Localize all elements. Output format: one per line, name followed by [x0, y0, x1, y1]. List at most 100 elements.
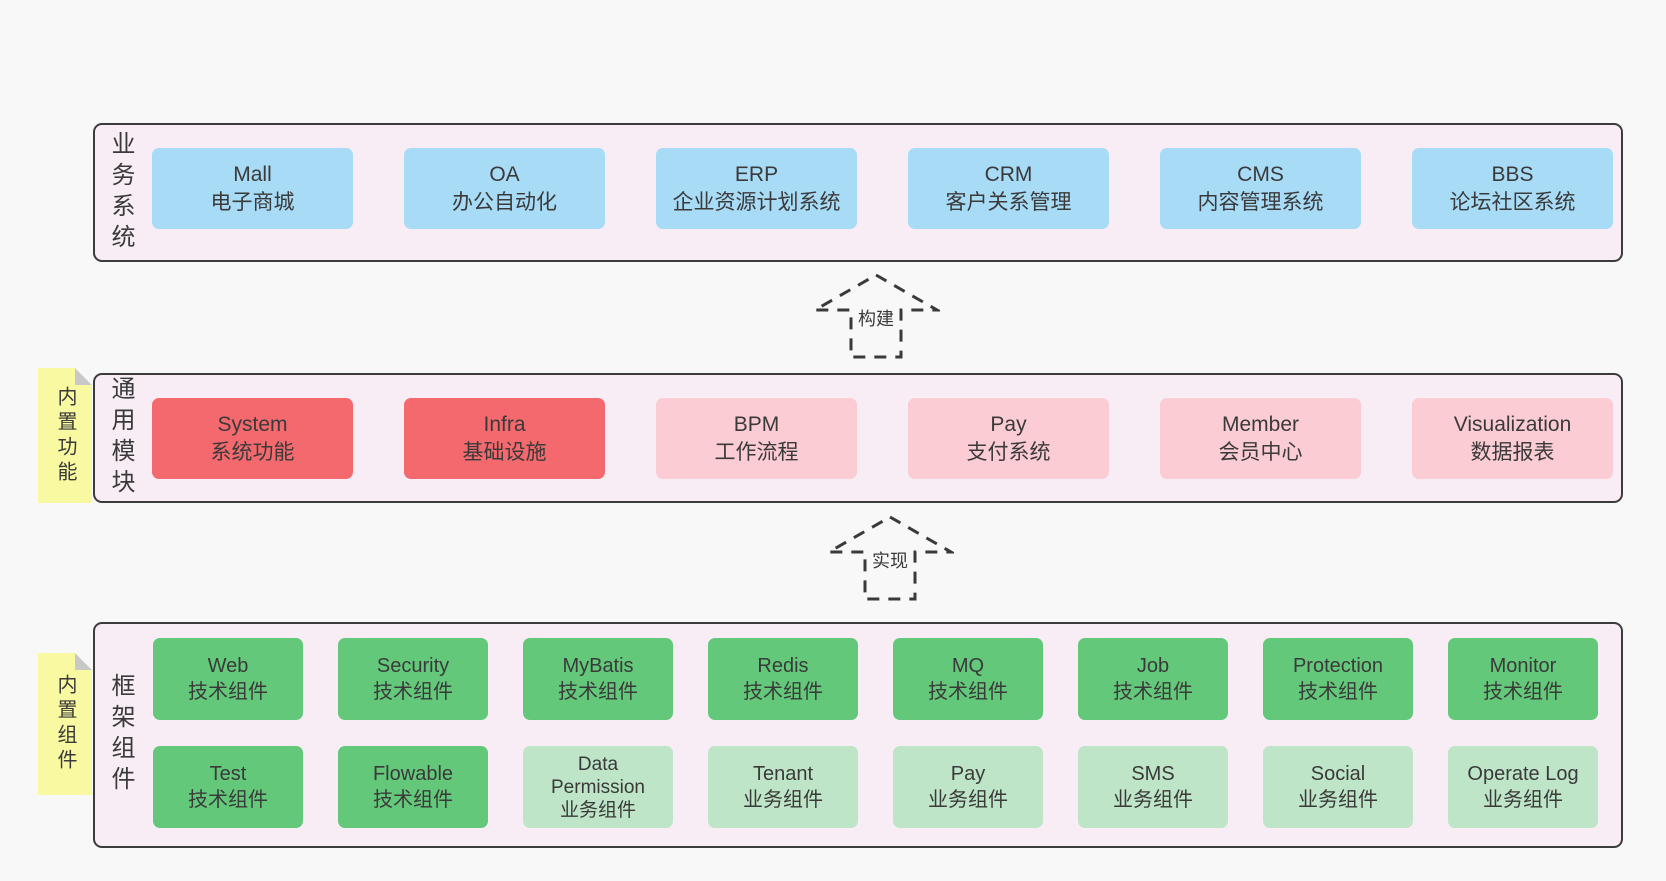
sticky-note-label: 内置组件: [54, 674, 76, 774]
module-box-pay: Pay 业务组件: [893, 746, 1043, 828]
module-box-cms: CMS 内容管理系统: [1160, 148, 1361, 229]
box-line: Visualization: [1453, 412, 1572, 436]
module-box-bpm: BPM 工作流程: [656, 398, 857, 479]
sticky-note-built-in-features: 内置功能: [38, 368, 92, 503]
module-box-mq: MQ 技术组件: [893, 638, 1043, 720]
module-box-system: System 系统功能: [152, 398, 353, 479]
box-line: CMS: [1237, 162, 1284, 186]
box-line: Social: [1310, 763, 1366, 785]
box-line: Pay: [950, 763, 986, 785]
box-line: 技术组件: [188, 681, 268, 703]
module-box-infra: Infra 基础设施: [404, 398, 605, 479]
dashed-up-arrow-icon: [812, 273, 940, 359]
box-line: 业务组件: [559, 799, 636, 821]
sticky-fold-corner: [75, 653, 92, 670]
box-line: 技术组件: [373, 681, 453, 703]
module-box-mybatis: MyBatis 技术组件: [523, 638, 673, 720]
box-line: System: [217, 412, 288, 436]
band-side-label: 框架组件: [107, 673, 134, 797]
box-line: Monitor: [1489, 655, 1557, 677]
module-box-operate-log: Operate Log 业务组件: [1448, 746, 1598, 828]
box-line: 系统功能: [210, 440, 295, 464]
box-line: Permission: [551, 776, 645, 798]
box-line: OA: [489, 162, 520, 186]
module-box-security: Security 技术组件: [338, 638, 488, 720]
sticky-note-built-in-components: 内置组件: [38, 653, 92, 795]
sticky-note-label: 内置功能: [54, 385, 76, 486]
module-box-redis: Redis 技术组件: [708, 638, 858, 720]
module-box-protection: Protection 技术组件: [1263, 638, 1413, 720]
box-line: 业务组件: [1113, 789, 1193, 811]
box-line: Security: [376, 655, 450, 677]
box-line: SMS: [1131, 763, 1175, 785]
box-line: 数据报表: [1470, 440, 1555, 464]
module-box-web: Web 技术组件: [153, 638, 303, 720]
module-box-tenant: Tenant 业务组件: [708, 746, 858, 828]
module-box-member: Member 会员中心: [1160, 398, 1361, 479]
box-line: BPM: [733, 412, 780, 436]
module-box-crm: CRM 客户关系管理: [908, 148, 1109, 229]
box-line: 业务组件: [1483, 789, 1563, 811]
module-box-pay: Pay 支付系统: [908, 398, 1109, 479]
box-line: Tenant: [752, 763, 814, 785]
box-line: 技术组件: [743, 681, 823, 703]
box-line: 电子商城: [210, 190, 295, 214]
box-line: 业务组件: [928, 789, 1008, 811]
module-box-job: Job 技术组件: [1078, 638, 1228, 720]
box-line: Web: [207, 655, 249, 677]
box-line: MyBatis: [562, 655, 634, 677]
box-line: 企业资源计划系统: [672, 190, 841, 214]
arrow-label-implement: 实现: [869, 550, 911, 574]
module-box-social: Social 业务组件: [1263, 746, 1413, 828]
box-line: Data: [577, 753, 619, 775]
box-line: 技术组件: [558, 681, 638, 703]
box-line: 基础设施: [462, 440, 547, 464]
module-box-erp: ERP 企业资源计划系统: [656, 148, 857, 229]
module-box-visualization: Visualization 数据报表: [1412, 398, 1613, 479]
dashed-up-arrow-icon: [826, 515, 954, 601]
box-line: Member: [1221, 412, 1300, 436]
box-line: Pay: [990, 412, 1027, 436]
box-line: 论坛社区系统: [1449, 190, 1576, 214]
module-box-monitor: Monitor 技术组件: [1448, 638, 1598, 720]
box-line: 技术组件: [373, 789, 453, 811]
box-line: 技术组件: [1298, 681, 1378, 703]
box-line: Protection: [1292, 655, 1384, 677]
box-line: BBS: [1491, 162, 1534, 186]
box-line: 技术组件: [188, 789, 268, 811]
band-side-label: 通用模块: [107, 376, 134, 500]
box-line: 会员中心: [1218, 440, 1303, 464]
box-line: 内容管理系统: [1197, 190, 1324, 214]
module-box-sms: SMS 业务组件: [1078, 746, 1228, 828]
implement-arrow: 实现: [826, 514, 954, 602]
box-line: MQ: [951, 655, 985, 677]
box-line: 支付系统: [966, 440, 1051, 464]
box-line: Infra: [483, 412, 526, 436]
box-line: Redis: [757, 655, 809, 677]
box-line: Mall: [233, 162, 272, 186]
box-line: Job: [1136, 655, 1170, 677]
box-line: CRM: [984, 162, 1033, 186]
box-line: Operate Log: [1467, 763, 1579, 785]
sticky-fold-corner: [75, 368, 92, 385]
box-line: ERP: [734, 162, 779, 186]
box-line: 业务组件: [1298, 789, 1378, 811]
box-line: 技术组件: [1113, 681, 1193, 703]
box-line: 技术组件: [1483, 681, 1563, 703]
box-line: 技术组件: [928, 681, 1008, 703]
box-line: 客户关系管理: [945, 190, 1072, 214]
band-common-modules: 通用模块 System 系统功能 Infra 基础设施 BPM 工作流程 Pay 支付系统 Me…: [93, 373, 1623, 503]
box-line: 业务组件: [743, 789, 823, 811]
build-arrow: 构建: [812, 272, 940, 360]
box-line: 工作流程: [714, 440, 799, 464]
common-modules-row: System 系统功能 Infra 基础设施 BPM 工作流程 Pay 支付系统 Member 会…: [152, 398, 1613, 479]
